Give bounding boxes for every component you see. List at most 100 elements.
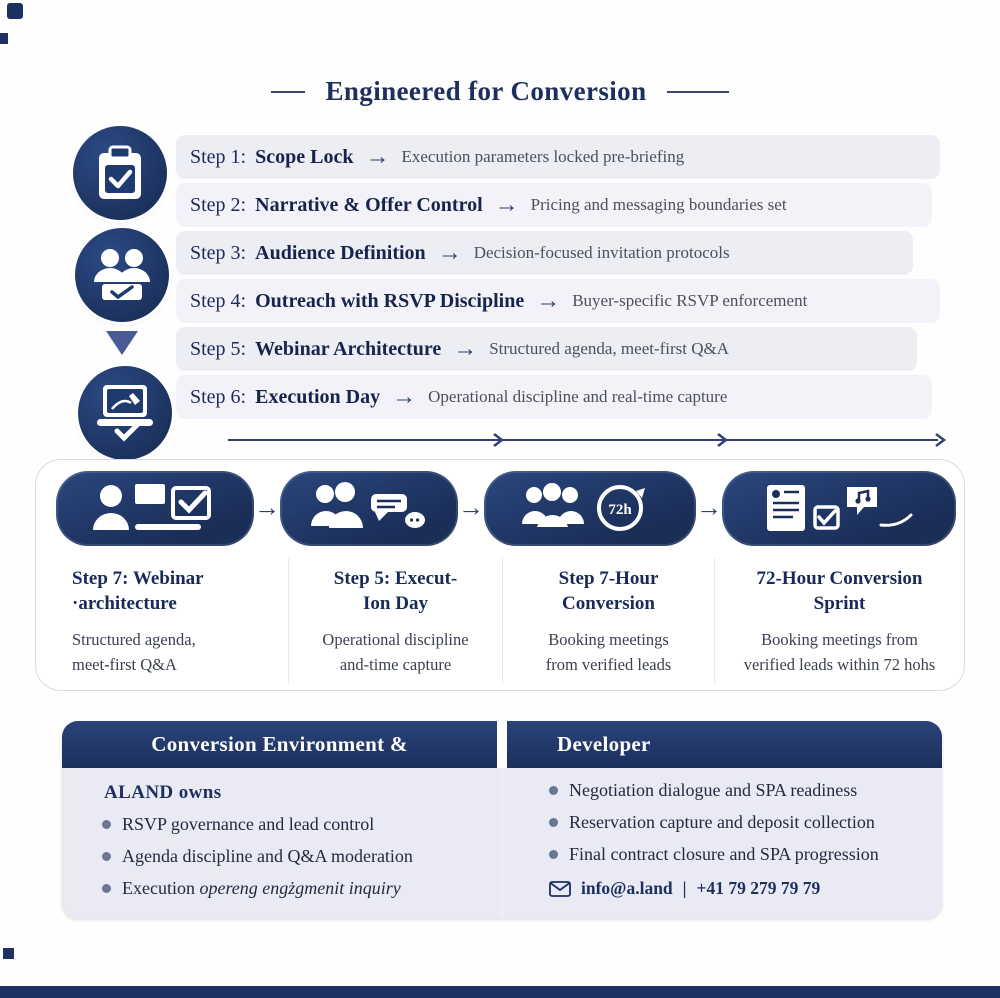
- audience-check-icon: [75, 228, 169, 322]
- contact-row: info@a.land | +41 79 279 79 79: [549, 878, 932, 899]
- step-description: Operational discipline and real-time cap…: [428, 387, 728, 406]
- step-row-4: Step 4: Outreach with RSVP Discipline → …: [176, 279, 940, 323]
- bullet-item: Final contract closure and SPA progressi…: [549, 844, 932, 865]
- bullet-dot: [549, 786, 558, 795]
- bullet-dot: [549, 818, 558, 827]
- arrow-right-icon: →: [453, 336, 478, 362]
- down-arrow-icon: [106, 331, 138, 355]
- flow-card-2: Step 5: Execut- Ion Day Operational disc…: [288, 558, 502, 684]
- table-header-right: Developer: [507, 721, 942, 768]
- card-desc-line: Booking meetings from: [761, 630, 918, 650]
- card-title-line: ·architecture: [72, 593, 177, 615]
- bullet-item: RSVP governance and lead control: [102, 814, 494, 835]
- step-prefix: Step 6:: [190, 385, 247, 408]
- bottom-bar: [0, 986, 1000, 998]
- table-header-left: Conversion Environment &: [62, 721, 497, 768]
- flow-card-texts: Step 7: Webinar ·architecture Structured…: [36, 558, 964, 684]
- execution-prefix: Execution: [122, 878, 200, 898]
- step-prefix: Step 5:: [190, 337, 247, 360]
- bullet-dot: [102, 820, 111, 829]
- card-desc-line: meet-first Q&A: [72, 654, 177, 674]
- badge-72h: 72h: [608, 502, 632, 518]
- step-row-3: Step 3: Audience Definition → Decision-f…: [176, 231, 914, 275]
- arrow-right-icon: →: [437, 240, 462, 266]
- arrow-right-icon: →: [458, 493, 484, 522]
- step-description: Execution parameters locked pre-briefing: [401, 147, 685, 166]
- step-name: Execution Day: [255, 385, 381, 408]
- step-name: Audience Definition: [255, 241, 426, 264]
- card-desc-line: Operational discipline: [322, 630, 469, 650]
- decorative-square: [7, 3, 23, 19]
- aland-owns-heading: ALAND owns: [104, 782, 222, 803]
- card-title: 72-Hour Conversion Sprint: [715, 566, 964, 616]
- audience-72h-icon: 72h: [522, 483, 645, 531]
- table-column-right: Negotiation dialogue and SPA readiness R…: [502, 768, 942, 919]
- page-title: Engineered for Conversion: [325, 76, 647, 106]
- card-title-line: Step 5: Execut-: [333, 568, 458, 589]
- step-prefix: Step 4:: [190, 289, 247, 312]
- step-prefix: Step 3:: [190, 241, 247, 264]
- contact-divider: |: [682, 878, 687, 898]
- steps-list: Step 1: Scope Lock → Execution parameter…: [176, 135, 940, 423]
- banner-webinar-architecture: [56, 470, 254, 546]
- step-description: Pricing and messaging boundaries set: [530, 195, 787, 214]
- card-title: Step 5: Execut- Ion Day: [289, 566, 502, 616]
- arrow-right-icon: →: [536, 288, 561, 314]
- bullet-label: Reservation capture and deposit collecti…: [569, 812, 875, 832]
- step-description: Buyer-specific RSVP enforcement: [572, 291, 808, 310]
- table-body: ALAND owns RSVP governance and lead cont…: [62, 768, 942, 919]
- flow-card-3: Step 7-Hour Conversion Booking meetings …: [502, 558, 714, 684]
- step-row-6: Step 6: Execution Day → Operational disc…: [176, 375, 933, 419]
- card-title-line: Conversion: [562, 593, 655, 615]
- contact-phone: +41 79 279 79 79: [696, 878, 821, 898]
- table-column-left: ALAND owns RSVP governance and lead cont…: [62, 768, 502, 919]
- card-title: Step 7-Hour Conversion: [503, 566, 714, 616]
- bullet-label: Negotiation dialogue and SPA readiness: [569, 780, 858, 800]
- card-desc-line: Booking meetings: [548, 630, 669, 650]
- bullet-label: Execution opereng engżgmenit inquiry: [122, 878, 401, 899]
- document-check-note-icon: [767, 485, 913, 531]
- banner-execution-day: [280, 470, 458, 546]
- step-row-2: Step 2: Narrative & Offer Control → Pric…: [176, 183, 933, 227]
- arrow-right-icon: →: [494, 192, 519, 218]
- card-desc-line: from verified leads: [545, 654, 672, 674]
- step-row-5: Step 5: Webinar Architecture → Structure…: [176, 327, 918, 371]
- clipboard-check-icon: [73, 126, 167, 220]
- card-description: Operational discipline and-time capture: [289, 628, 502, 678]
- title-rule-right: [666, 90, 729, 93]
- title-rule-left: [271, 90, 306, 93]
- bullet-item: Execution opereng engżgmenit inquiry: [102, 878, 494, 899]
- card-title-line: Ion Day: [363, 593, 428, 615]
- step-prefix: Step 1:: [190, 145, 247, 168]
- card-desc-line: verified leads within 72 hohs: [743, 654, 936, 674]
- step-description: Structured agenda, meet-first Q&A: [489, 339, 730, 358]
- step-name: Outreach with RSVP Discipline: [255, 289, 525, 312]
- bullet-label: Agenda discipline and Q&A moderation: [122, 846, 413, 866]
- laptop-check-icon: [78, 366, 172, 460]
- bullet-dot: [549, 850, 558, 859]
- flow-banners: → →: [56, 467, 956, 549]
- responsibility-table: Conversion Environment & Developer ALAND…: [62, 721, 942, 919]
- arrow-right-icon: →: [696, 493, 722, 522]
- card-title-line: Sprint: [813, 593, 866, 615]
- decorative-square: [3, 948, 14, 959]
- flow-card-1: Step 7: Webinar ·architecture Structured…: [36, 558, 288, 684]
- flow-card-4: 72-Hour Conversion Sprint Booking meetin…: [714, 558, 964, 684]
- card-title-line: Step 7: Webinar: [72, 568, 204, 589]
- people-chat-icon: [311, 482, 425, 528]
- bullet-item: Negotiation dialogue and SPA readiness: [549, 780, 932, 801]
- execution-italic-text: opereng engżgmenit inquiry: [199, 878, 401, 898]
- step-name: Scope Lock: [255, 145, 354, 168]
- contact-email: info@a.land: [581, 878, 673, 898]
- card-description: Structured agenda, meet-first Q&A: [72, 628, 288, 678]
- step-name: Webinar Architecture: [255, 337, 442, 360]
- card-title-line: 72-Hour Conversion: [756, 568, 923, 589]
- flow-arrow-line: [228, 433, 947, 447]
- card-description: Booking meetings from verified leads: [503, 628, 714, 678]
- card-desc-line: Structured agenda,: [72, 630, 196, 650]
- card-desc-line: and-time capture: [339, 654, 452, 674]
- flow-cards-panel: → →: [35, 459, 965, 691]
- bullet-item: Reservation capture and deposit collecti…: [549, 812, 932, 833]
- card-description: Booking meetings from verified leads wit…: [715, 628, 964, 678]
